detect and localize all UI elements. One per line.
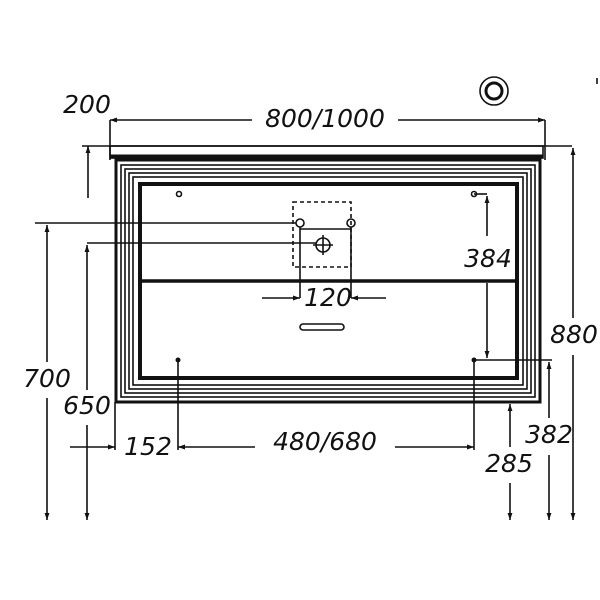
mounting-holes (175, 190, 478, 363)
drain-area (292, 201, 356, 268)
countertop (82, 145, 572, 159)
dim-top-offset-label: 200 (63, 90, 111, 119)
cabinet-body (114, 158, 542, 404)
dim-side-offset-label: 152 (124, 432, 172, 461)
dimension-lines (35, 117, 576, 520)
dim-drain-height-2-label: 650 (63, 391, 111, 420)
dim-total-height-label: 880 (550, 320, 598, 349)
dim-mount-height-label: 382 (525, 420, 573, 449)
dim-drain-height-1-label: 700 (23, 364, 71, 393)
faucet-top-view-icon (479, 76, 509, 106)
dim-mount-vertical-label: 384 (464, 244, 512, 273)
drawer-handle (299, 323, 345, 331)
dim-bottom-clearance-label: 285 (485, 449, 533, 478)
dim-width-label: 800/1000 (265, 104, 385, 133)
dim-mount-horizontal-label: 480/680 (273, 427, 377, 456)
dim-drain-spacing-label: 120 (304, 283, 352, 312)
